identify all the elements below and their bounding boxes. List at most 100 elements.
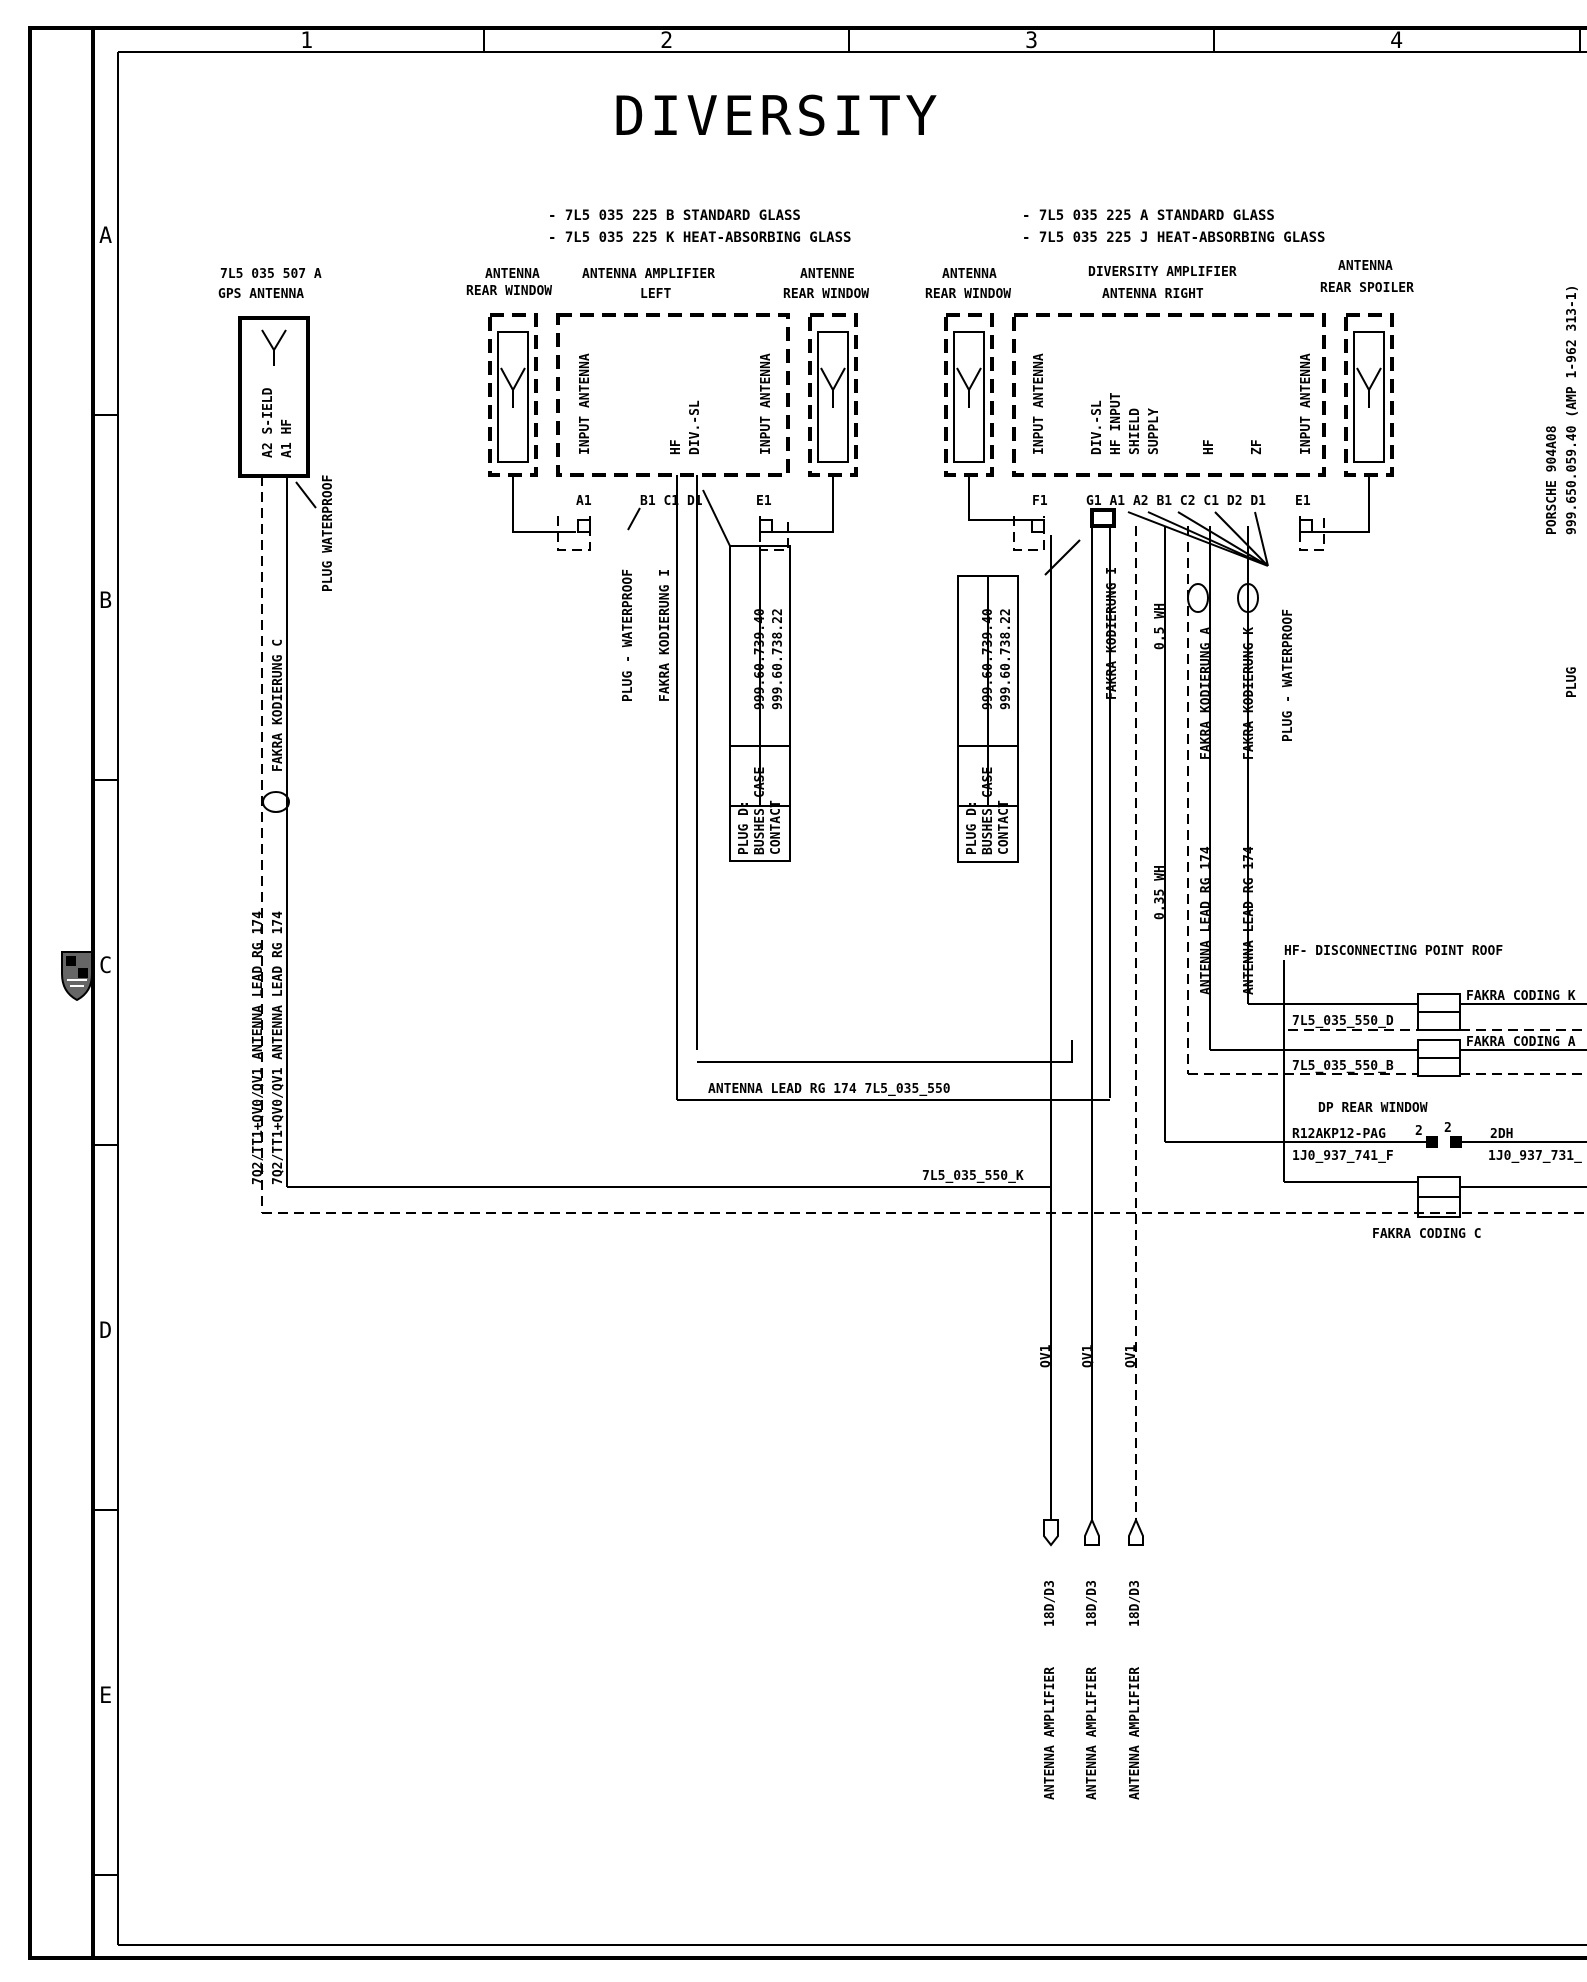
fakra-connector-c (1284, 1176, 1587, 1218)
gps-pin-a2: A2 S-IELD (261, 387, 276, 458)
bottom-antenna-lead: ANTENNA LEAD RG 174 7L5_035_550 (708, 1082, 951, 1097)
right-plugd-3: CONTACT (997, 800, 1012, 855)
right-plugd-2: BUSHES (981, 808, 996, 855)
connector-pin-b (1450, 1136, 1462, 1148)
grid-row-b: B (99, 589, 112, 614)
right-coding-k-label: FAKRA KODIERUNG K (1242, 627, 1257, 760)
left-coding-label: FAKRA KODIERUNG I (658, 569, 673, 702)
right-pin-e1: E1 (1295, 494, 1311, 509)
right-pin-label-hf: HF (1202, 439, 1217, 455)
gps-coding-label: FAKRA KODIERUNG C (271, 639, 286, 772)
fakra-connector-k (1417, 993, 1587, 1031)
right-antenna-label-2: REAR WINDOW (925, 287, 1011, 302)
pin-2a: 2 (1415, 1124, 1423, 1139)
left-pin-label-input-e1: INPUT ANTENNA (759, 353, 774, 455)
left-case: CASE (753, 767, 768, 798)
left-partno-1: 999.60.739.40 (753, 608, 768, 710)
right-part-number-1: - 7L5 035 225 A STANDARD GLASS (1022, 208, 1275, 224)
left-antenna-label-1: ANTENNA (485, 267, 540, 282)
fakra-coding-a: FAKRA CODING A (1466, 1035, 1576, 1050)
hf-disconnecting-point: HF- DISCONNECTING POINT ROOF (1284, 944, 1503, 959)
porsche-plug: PLUG (1565, 667, 1580, 698)
right-part-number-2: - 7L5 035 225 J HEAT-ABSORBING GLASS (1022, 230, 1325, 246)
left-plugd-3: CONTACT (769, 800, 784, 855)
bottom-lead-k: 7L5_035_550_K (922, 1169, 1024, 1184)
qv-ref-1: 18D/D3 (1043, 1580, 1058, 1627)
grid-row-a: A (99, 224, 112, 249)
gps-antenna-box (238, 316, 310, 478)
left-pin-label-hf: HF (669, 439, 684, 455)
left-pin-e1: E1 (756, 494, 772, 509)
coax-shield-symbol (1187, 583, 1209, 613)
grid-column-2: 2 (660, 29, 673, 54)
coax-shield-symbol (262, 791, 290, 813)
right-plugd-1: PLUG D: (965, 800, 980, 855)
connector-2dh: 2DH (1490, 1127, 1513, 1142)
right-pin-label-zf: ZF (1250, 439, 1265, 455)
page-title: DIVERSITY (613, 85, 942, 148)
left-pin-label-input-a1: INPUT ANTENNA (578, 353, 593, 455)
left-plugd-1: PLUG D: (737, 800, 752, 855)
right-amp-label-2: ANTENNA RIGHT (1102, 287, 1204, 302)
part-f: 1J0_937_741_F (1292, 1149, 1394, 1164)
connector-pin-a (1426, 1136, 1438, 1148)
right-lead-k-label: ANTENNA LEAD RG 174 (1242, 846, 1257, 995)
left-pin-label-div: DIV.-SL (688, 400, 703, 455)
connector-arrow-up (1128, 1517, 1144, 1546)
gps-plug-label: PLUG WATERPROOF (321, 474, 336, 592)
right-pin-f1: F1 (1032, 494, 1048, 509)
left-amp-label-1: ANTENNA AMPLIFIER (582, 267, 715, 282)
left-part-number-2: - 7L5 035 225 K HEAT-ABSORBING GLASS (548, 230, 851, 246)
right-partno-2: 999.60.738.22 (999, 608, 1014, 710)
grid-row-d: D (99, 1319, 112, 1344)
grid-column-1: 1 (300, 29, 313, 54)
right-pin-label-input-e1: INPUT ANTENNA (1299, 353, 1314, 455)
gps-pin-a1: A1 HF (280, 419, 295, 458)
right-pins-g1-d1: G1 A1 A2 B1 C2 C1 D2 D1 (1086, 494, 1266, 509)
right-coding-i-label: FAKRA KODIERUNG I (1105, 567, 1120, 700)
grid-row-c: C (99, 954, 112, 979)
right-lead-a-label: ANTENNA LEAD RG 174 (1199, 846, 1214, 995)
part-731: 1J0_937_731_ (1488, 1149, 1582, 1164)
left-part-number-1: - 7L5 035 225 B STANDARD GLASS (548, 208, 801, 224)
antenna-icon (500, 367, 526, 408)
left-plugd-2: BUSHES (753, 808, 768, 855)
right-antenna-label-1: ANTENNA (942, 267, 997, 282)
qv-ref-3: 18D/D3 (1128, 1580, 1143, 1627)
gps-lead-label-2: 7Q2/TT1+QV0/QV1 ANTENNA LEAD RG 174 (271, 911, 286, 1185)
gps-label-1: 7L5 035 507 A (220, 267, 322, 282)
grid-column-4: 4 (1390, 29, 1403, 54)
dp-rear-window: DP REAR WINDOW (1318, 1101, 1428, 1116)
right-pin-label-div: DIV.-SL (1090, 400, 1105, 455)
left-antenne-label-1: ANTENNE (800, 267, 855, 282)
left-partno-2: 999.60.738.22 (771, 608, 786, 710)
r12-connector: R12AKP12-PAG (1292, 1127, 1386, 1142)
porsche-line-1: PORSCHE 904A08 (1545, 425, 1560, 535)
antenna-amplifier-left-box (556, 313, 790, 477)
gps-label-2: GPS ANTENNA (218, 287, 304, 302)
drawing-frame (28, 26, 1587, 1960)
grid-row-e: E (99, 1684, 112, 1709)
qv-ref-2: 18D/D3 (1085, 1580, 1100, 1627)
antenna-icon (820, 367, 846, 408)
connector-arrow-up (1084, 1517, 1100, 1546)
right-pin-label-supply: SUPPLY (1147, 408, 1162, 455)
diversity-amplifier-right-box (1012, 313, 1326, 477)
right-partno-1: 999.60.739.40 (981, 608, 996, 710)
right-pin-label-hf-input: HF INPUT (1109, 392, 1124, 455)
connector-arrow-down (1043, 1519, 1059, 1547)
right-spoiler-label-2: REAR SPOILER (1320, 281, 1414, 296)
left-antenna-label-2: REAR WINDOW (466, 284, 552, 299)
right-spoiler-label-1: ANTENNA (1338, 259, 1393, 274)
right-amp-label-1: DIVERSITY AMPLIFIER (1088, 265, 1237, 280)
right-plug-label: PLUG - WATERPROOF (1281, 609, 1296, 742)
qv1-label-2: QV1 (1081, 1344, 1096, 1368)
left-pins-b1-d1: B1 C1 D1 (640, 494, 703, 509)
left-antenne-label-2: REAR WINDOW (783, 287, 869, 302)
crest-logo (61, 951, 93, 1002)
qv-target-3: ANTENNA AMPLIFIER (1128, 1667, 1143, 1800)
porsche-line-2: 999.650.059.40 (AMP 1-962 313-1) (1565, 285, 1580, 535)
left-amp-label-2: LEFT (640, 287, 671, 302)
